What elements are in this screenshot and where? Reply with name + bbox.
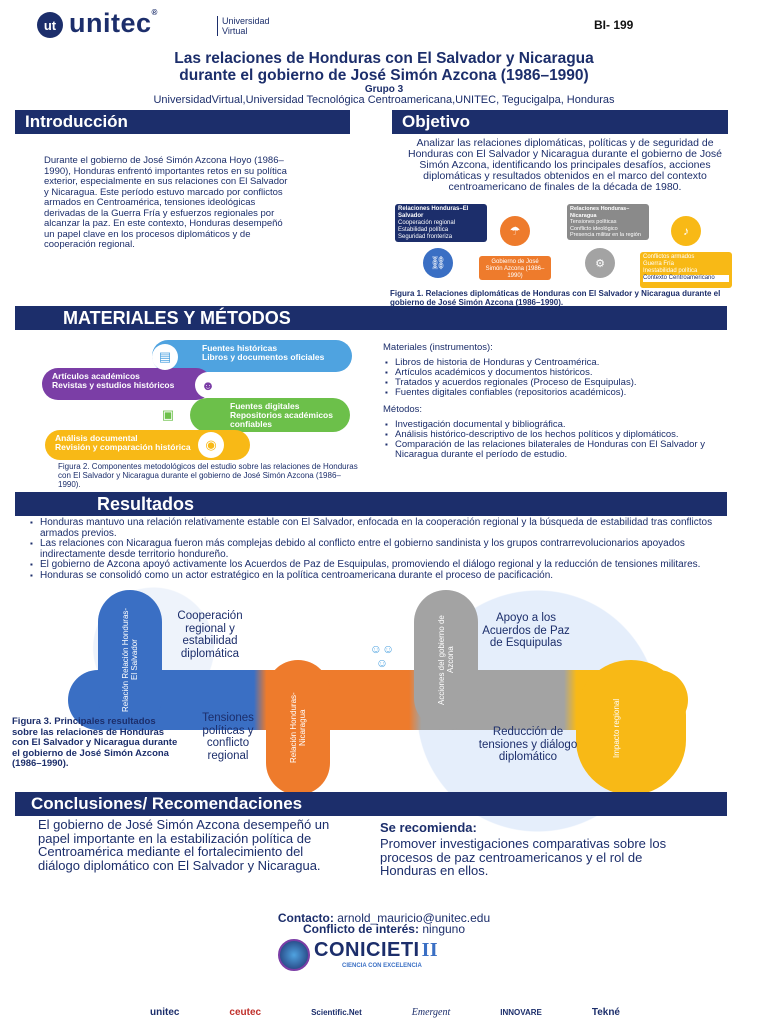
- fig1-circle-gray: ⚙: [585, 248, 615, 278]
- results-heading: Resultados: [15, 492, 727, 516]
- materials-label: Materiales (instrumentos):: [383, 342, 493, 353]
- footer-logo-unitec: unitec: [150, 1006, 180, 1018]
- unitec-logo-mark: ut: [37, 12, 63, 38]
- method-academic-articles: Artículos académicos Revistas y estudios…: [42, 368, 212, 400]
- result-label-tensions: Tensiones políticas y conflicto regional: [202, 712, 254, 762]
- figure-2-caption: Figura 2. Componentes metodológicos del …: [58, 462, 358, 489]
- figure-3: Relación Relación Honduras-El Salvador R…: [68, 590, 688, 800]
- header: ut unitec® Universidad Virtual BI- 199: [37, 8, 737, 38]
- result-label-cooperation: Cooperación regional y estabilidad diplo…: [177, 610, 243, 660]
- method-digital-sources: Fuentes digitales Repositorios académico…: [190, 398, 350, 432]
- intro-text: Durante el gobierno de José Simón Azcona…: [44, 155, 288, 250]
- list-item: Honduras se consolidó como un actor estr…: [28, 570, 728, 582]
- results-orange-shape: Relación Honduras-Nicaragua: [266, 660, 330, 795]
- objective-text: Analizar las relaciones diplomáticas, po…: [407, 137, 723, 193]
- books-icon: ▤: [152, 344, 178, 370]
- fig1-circle-yellow: ♪: [671, 216, 701, 246]
- methods-diagram: Fuentes históricas Libros y documentos o…: [40, 338, 352, 463]
- methods-label: Métodos:: [383, 404, 423, 415]
- results-yellow-shape: Impacto regional: [576, 660, 686, 795]
- conflict-line: Conflicto de interés: ninguno: [302, 922, 466, 936]
- methods-heading: MATERIALES Y MÉTODOS: [15, 306, 727, 330]
- list-item: Comparación de las relaciones bilaterale…: [383, 440, 725, 460]
- people-network-icon: ☺☺☺: [369, 642, 395, 670]
- objective-heading: Objetivo: [392, 110, 728, 134]
- event-emblem-icon: [278, 939, 310, 971]
- poster-title: Las relaciones de Honduras con El Salvad…: [174, 50, 594, 84]
- list-item: El gobierno de Azcona apoyó activamente …: [28, 559, 728, 571]
- list-item: Investigación documental y bibliográfica…: [383, 420, 725, 431]
- methods-list: Investigación documental y bibliográfica…: [383, 420, 725, 460]
- fig1-circle-orange: ☂: [500, 216, 530, 246]
- list-item: Fuentes digitales confiables (repositori…: [383, 388, 725, 399]
- event-tagline: CIENCIA CON EXCELENCIA: [342, 963, 422, 969]
- contact-line: Contacto: arnold_mauricio@unitec.edu: [277, 911, 491, 925]
- results-gray-shape: Acciones del gobierno de Azcona: [414, 590, 478, 730]
- results-blue-shape: Relación Relación Honduras-El Salvador: [98, 590, 162, 730]
- brand-subtitle: Universidad Virtual: [217, 16, 270, 36]
- fig1-box-nicaragua: Relaciones Honduras–Nicaragua Tensiones …: [567, 204, 649, 240]
- fig1-box-el-salvador: Relaciones Honduras–El Salvador Cooperac…: [395, 204, 487, 242]
- conclusion-text: El gobierno de José Simón Azcona desempe…: [38, 817, 330, 873]
- group-label: Grupo 3: [364, 84, 404, 95]
- footer-logo-ceutec: ceutec: [229, 1006, 262, 1018]
- footer-logo-innovare: INNOVARE: [500, 1007, 542, 1017]
- clipboard-icon: ▣: [155, 402, 181, 428]
- unitec-brand: unitec®: [69, 8, 158, 38]
- result-label-reduction: Reducción de tensiones y diálogo diplomá…: [478, 726, 578, 763]
- materials-section: Materiales (instrumentos): Libros de his…: [383, 343, 725, 460]
- fig1-center-box: Gobierno de José Simón Azcona (1986–1990…: [479, 256, 551, 280]
- list-item: Las relaciones con Nicaragua fueron más …: [28, 538, 728, 560]
- footer-logos: unitec ceutec Scientific.Net Emergent IN…: [150, 1004, 620, 1020]
- footer-logo-scientific: Scientific.Net: [311, 1007, 362, 1017]
- materials-list: Libros de historia de Honduras y Centroa…: [383, 358, 725, 399]
- conclusions-heading: Conclusiones/ Recomendaciones: [15, 792, 727, 816]
- figure-1: Relaciones Honduras–El Salvador Cooperac…: [395, 200, 735, 288]
- poster-code: BI- 199: [594, 18, 634, 32]
- figure-3-caption: Figura 3. Principales resultados sobre l…: [12, 716, 178, 769]
- intro-heading: Introducción: [15, 110, 350, 134]
- footer-logo-emergent: Emergent: [411, 1006, 451, 1018]
- fig1-box-context: Conflictos armados Guerra Fría Inestabil…: [640, 252, 732, 288]
- results-list: Honduras mantuvo una relación relativame…: [28, 517, 728, 582]
- list-item: Libros de historia de Honduras y Centroa…: [383, 358, 725, 369]
- list-item: Análisis histórico-descriptivo de los he…: [383, 430, 725, 441]
- result-label-esquipulas: Apoyo a los Acuerdos de Paz de Esquipula…: [482, 612, 570, 649]
- recommendation-text: Promover investigaciones comparativas so…: [380, 836, 667, 878]
- list-item: Honduras mantuvo una relación relativame…: [28, 517, 728, 539]
- recommendation-label: Se recomienda:: [380, 820, 477, 835]
- recommendation-block: Se recomienda: Promover investigaciones …: [380, 820, 700, 878]
- contact-email[interactable]: arnold_mauricio@unitec.edu: [337, 911, 491, 925]
- eye-icon: ◉: [198, 432, 224, 458]
- affiliation: UniversidadVirtual,Universidad Tecnológi…: [153, 94, 615, 106]
- user-icon: ☻: [195, 372, 221, 398]
- list-item: Artículos académicos y documentos histór…: [383, 368, 725, 379]
- footer-logo-tekne: Tekné: [591, 1006, 620, 1018]
- method-historical-sources: Fuentes históricas Libros y documentos o…: [152, 340, 352, 372]
- fig1-circle-el-salvador: ⛓: [423, 248, 453, 278]
- list-item: Tratados y acuerdos regionales (Proceso …: [383, 378, 725, 389]
- figure-1-caption: Figura 1. Relaciones diplomáticas de Hon…: [390, 289, 721, 307]
